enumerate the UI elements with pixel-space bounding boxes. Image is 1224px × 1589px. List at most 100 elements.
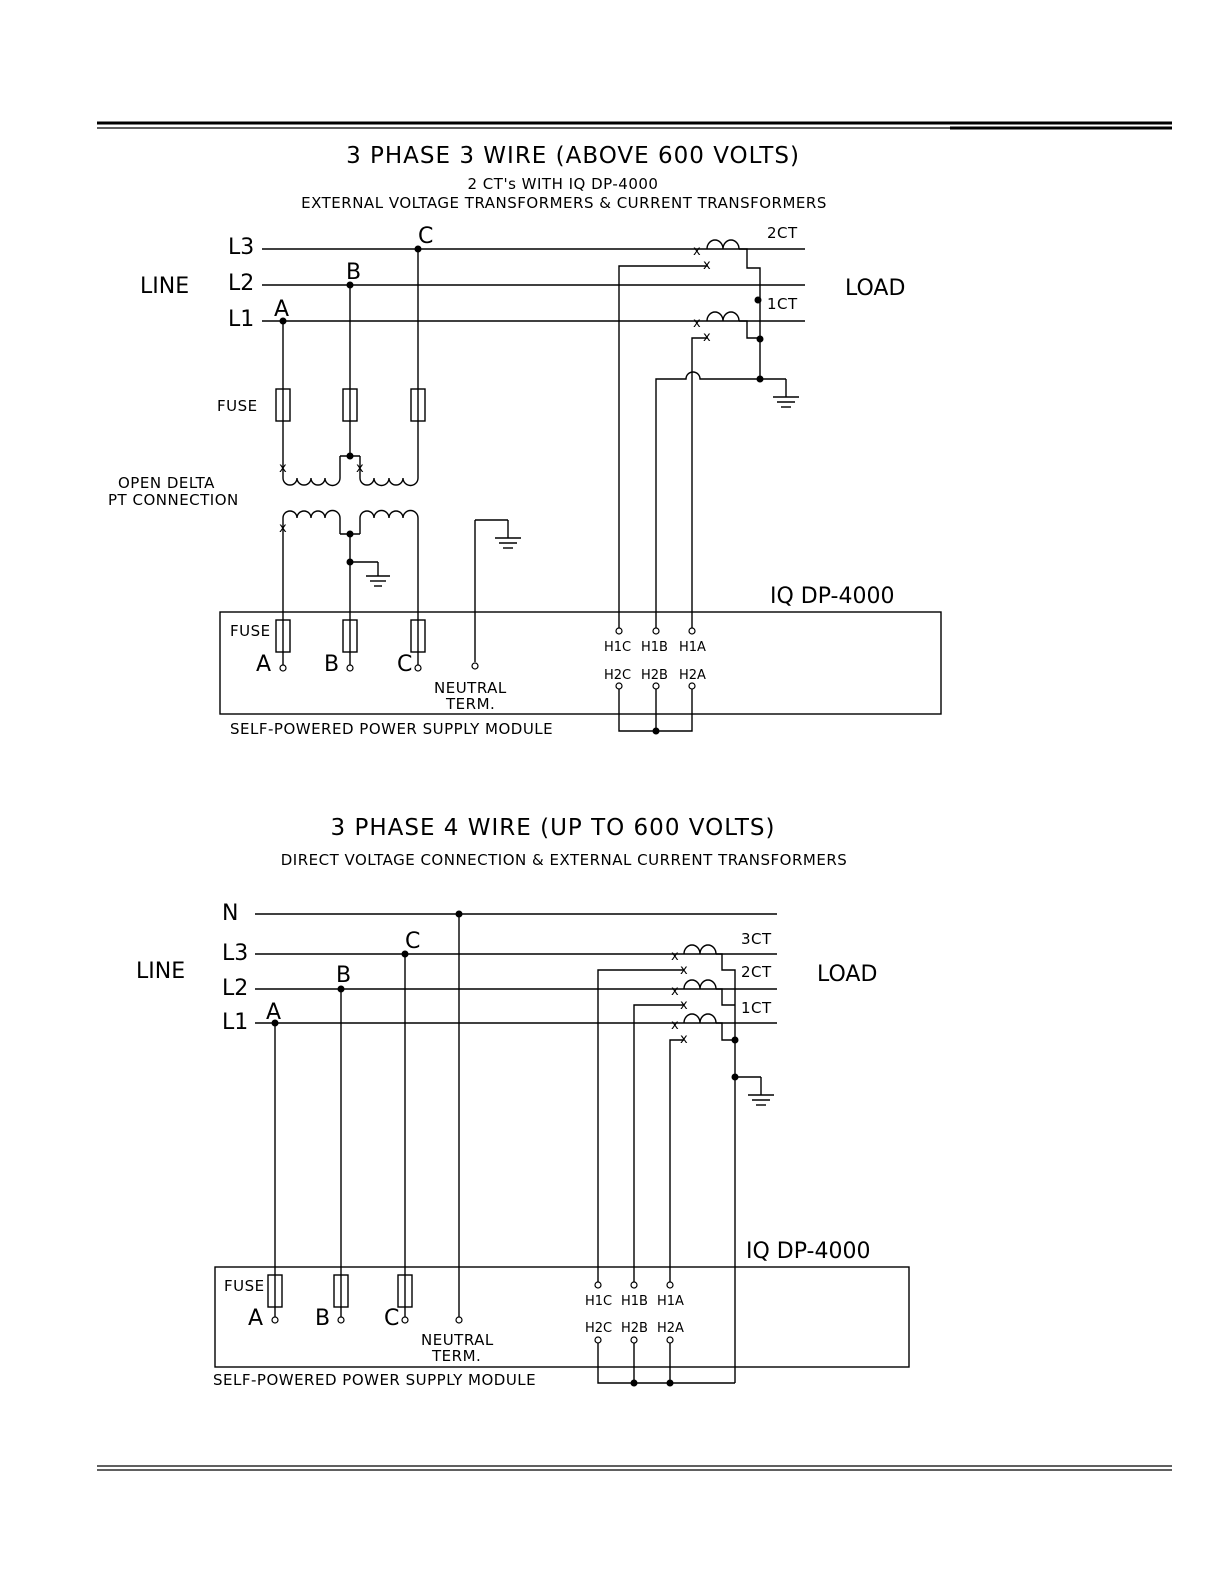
terminal-h2c: [615, 682, 623, 690]
h1c-label: H1C: [585, 1294, 612, 1309]
terminal-a: [271, 1316, 279, 1324]
terminal-c-label: C: [397, 652, 412, 677]
terminal-h1a: [666, 1281, 674, 1289]
current-transformer-2ct-icon: x x: [693, 239, 740, 273]
diagram1-device-fuse-label: FUSE: [230, 622, 271, 640]
phase-b-label: B: [336, 963, 351, 988]
fuse-icon: [342, 619, 358, 668]
diagram1-subtitle1: 2 CT's WITH IQ DP-4000: [468, 175, 659, 193]
line-l1-label: L1: [222, 1010, 248, 1035]
h2b-label: H2B: [641, 668, 668, 683]
terminal-h2b: [630, 1336, 638, 1344]
terminal-b-label: B: [324, 652, 339, 677]
current-transformer-3ct-icon: x x: [671, 944, 717, 978]
phase-b-label: B: [346, 260, 361, 285]
fuse-icon: [275, 388, 291, 422]
current-transformer-1ct-icon: x x: [693, 311, 740, 345]
terminal-h2c: [594, 1336, 602, 1344]
diagram1-line-label: LINE: [140, 274, 189, 299]
terminal-h2a: [688, 682, 696, 690]
terminal-h1c: [594, 1281, 602, 1289]
svg-text:x: x: [279, 461, 287, 476]
diagram2-device-title: IQ DP-4000: [746, 1239, 870, 1264]
phase-c-label: C: [418, 224, 433, 249]
fuse-icon: [410, 619, 426, 668]
line-l3-label: L3: [228, 235, 254, 260]
h1a-label: H1A: [657, 1294, 684, 1309]
line-l2-label: L2: [228, 271, 254, 296]
svg-text:x: x: [671, 984, 679, 999]
terminal-h2b: [652, 682, 660, 690]
neutral-label1: NEUTRAL: [434, 679, 507, 697]
h1b-label: H1B: [621, 1294, 648, 1309]
h1c-label: H1C: [604, 640, 631, 655]
svg-text:x: x: [693, 316, 701, 331]
footer-rule: [97, 1465, 1172, 1471]
diagram2-line-label: LINE: [136, 959, 185, 984]
diagram2-title: 3 PHASE 4 WIRE (UP TO 600 VOLTS): [331, 815, 776, 841]
diagram1-fuse-label: FUSE: [217, 397, 258, 415]
diagram2-subtitle: DIRECT VOLTAGE CONNECTION & EXTERNAL CUR…: [281, 851, 848, 869]
terminal-c: [401, 1316, 409, 1324]
diagram2-load-label: LOAD: [817, 962, 877, 987]
line-l3-label: L3: [222, 941, 248, 966]
phase-a-label: A: [274, 297, 289, 322]
ground-icon: [748, 1094, 774, 1106]
pt-primary-winding-icon: x x: [279, 461, 419, 487]
fuse-icon: [410, 388, 426, 422]
phase-a-label: A: [266, 1000, 281, 1025]
neutral-label2: TERM.: [445, 695, 495, 713]
line-n-label: N: [222, 901, 238, 926]
diagram2-device-fuse-label: FUSE: [224, 1277, 265, 1295]
terminal-neutral: [471, 662, 479, 670]
diagram1-module-label: SELF-POWERED POWER SUPPLY MODULE: [230, 720, 553, 738]
fuse-icon: [342, 388, 358, 422]
ground-icon: [773, 396, 799, 408]
fuse-icon: [397, 1274, 413, 1318]
h2b-label: H2B: [621, 1321, 648, 1336]
svg-text:x: x: [356, 461, 364, 476]
terminal-b: [346, 664, 354, 672]
terminal-h1b: [652, 627, 660, 635]
h1a-label: H1A: [679, 640, 706, 655]
ct-1ct-label: 1CT: [767, 295, 798, 313]
h2a-label: H2A: [657, 1321, 684, 1336]
terminal-b-label: B: [315, 1306, 330, 1331]
pt-label2: PT CONNECTION: [108, 491, 239, 509]
line-l1-label: L1: [228, 307, 254, 332]
pt-label1: OPEN DELTA: [118, 474, 215, 492]
phase-c-label: C: [405, 929, 420, 954]
ct-2ct-label: 2CT: [767, 224, 798, 242]
svg-text:x: x: [671, 1018, 679, 1033]
ct-2ct-label: 2CT: [741, 963, 772, 981]
neutral-label1: NEUTRAL: [421, 1331, 494, 1349]
terminal-c: [414, 664, 422, 672]
diagram-3-phase-3-wire: 3 PHASE 3 WIRE (ABOVE 600 VOLTS) 2 CT's …: [108, 143, 942, 738]
ct-1ct-label: 1CT: [741, 999, 772, 1017]
diagram1-subtitle2: EXTERNAL VOLTAGE TRANSFORMERS & CURRENT …: [301, 194, 827, 212]
fuse-icon: [267, 1274, 283, 1318]
iq-dp-4000-box: [214, 1266, 910, 1368]
h2a-label: H2A: [679, 668, 706, 683]
current-transformer-1ct-icon: x x: [671, 1013, 717, 1047]
terminal-c-label: C: [384, 1306, 399, 1331]
terminal-neutral: [455, 1316, 463, 1324]
svg-text:x: x: [671, 949, 679, 964]
iq-dp-4000-box: [219, 611, 942, 715]
diagram2-module-label: SELF-POWERED POWER SUPPLY MODULE: [213, 1371, 536, 1389]
diagram1-load-label: LOAD: [845, 276, 905, 301]
ground-icon: [366, 575, 390, 587]
ground-icon: [495, 537, 521, 549]
line-l2-label: L2: [222, 976, 248, 1001]
h2c-label: H2C: [585, 1321, 612, 1336]
terminal-h1a: [688, 627, 696, 635]
terminal-h1c: [615, 627, 623, 635]
h1b-label: H1B: [641, 640, 668, 655]
terminal-b: [337, 1316, 345, 1324]
terminal-h1b: [630, 1281, 638, 1289]
diagram1-title: 3 PHASE 3 WIRE (ABOVE 600 VOLTS): [346, 143, 800, 169]
h2c-label: H2C: [604, 668, 631, 683]
terminal-a: [279, 664, 287, 672]
